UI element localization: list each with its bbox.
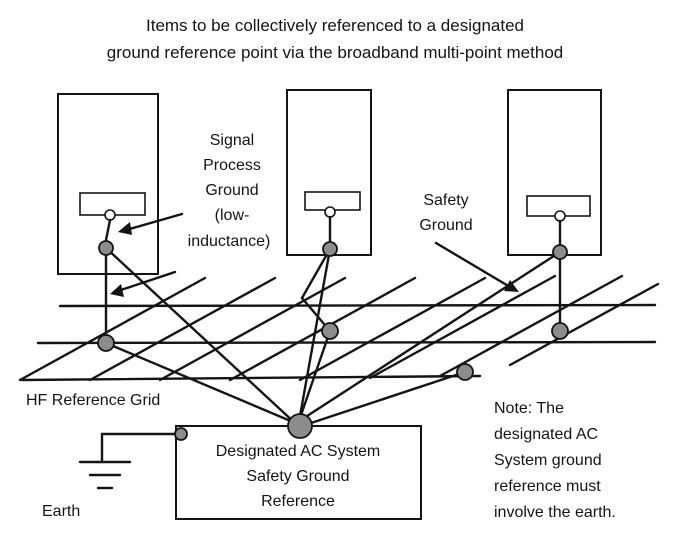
grounding-point-icon <box>551 322 569 340</box>
grid-line-1 <box>58 303 657 308</box>
arrow-safety-ground-head <box>504 280 519 292</box>
grounding-point-icon <box>552 244 568 260</box>
arrow-inductance-head <box>110 284 124 297</box>
grounding-point-icon <box>97 334 115 352</box>
lead-left <box>104 218 112 242</box>
arrow-inductance-shaft <box>116 270 177 293</box>
grounding-point-icon <box>456 363 474 381</box>
arrow-safety-ground-shaft <box>434 241 512 289</box>
grid-diagonal-3 <box>158 276 347 382</box>
svg-text:Process: Process <box>203 157 261 174</box>
grounding-point-icon <box>287 413 313 439</box>
svg-text:Designated AC System: Designated AC System <box>216 443 381 460</box>
svg-text:Note: The: Note: The <box>494 400 564 417</box>
signal-process-ground-label: Signal Process Ground (low- inductance) <box>188 132 271 250</box>
svg-text:reference must: reference must <box>494 478 601 495</box>
grounding-point-icon <box>322 241 338 257</box>
signal-connector-left <box>104 209 116 221</box>
svg-text:Signal: Signal <box>210 132 254 149</box>
earth-label: Earth <box>42 503 80 520</box>
safety-conductor-right <box>302 250 562 420</box>
svg-text:Reference: Reference <box>261 493 335 510</box>
grounding-point-icon <box>98 240 114 256</box>
earth-ground-symbol-icon <box>78 460 132 490</box>
bond-middle-upper <box>300 247 332 300</box>
grid-to-reference-left <box>104 341 295 424</box>
arrow-signal-ground-shaft <box>124 212 184 232</box>
signal-connector-right <box>554 210 566 222</box>
grid-diagonal-1 <box>18 276 207 382</box>
grounding-point-icon <box>174 427 188 441</box>
grid-line-3 <box>20 374 482 382</box>
svg-text:System ground: System ground <box>494 452 602 469</box>
hf-reference-grid-label: HF Reference Grid <box>26 392 160 409</box>
signal-connector-middle <box>324 206 336 218</box>
designated-ac-reference-label: Designated AC System Safety Ground Refer… <box>216 443 381 510</box>
grid-diagonal-7 <box>438 274 624 378</box>
grounding-point-icon <box>321 322 339 340</box>
grid-line-2 <box>36 340 657 345</box>
arrow-signal-ground-head <box>118 222 132 235</box>
svg-text:inductance): inductance) <box>188 233 271 250</box>
grid-diagonal-8 <box>508 282 660 367</box>
grid-to-reference-middle <box>298 329 332 420</box>
title-line-2: ground reference point via the broadband… <box>107 43 563 62</box>
title-line-1: Items to be collectively referenced to a… <box>146 16 524 35</box>
safety-conductor-left <box>104 246 298 426</box>
svg-text:Ground: Ground <box>419 217 472 234</box>
svg-text:Safety Ground: Safety Ground <box>246 468 349 485</box>
svg-text:designated AC: designated AC <box>494 426 598 443</box>
grid-diagonal-6 <box>368 274 557 380</box>
svg-text:(low-: (low- <box>215 207 250 224</box>
grid-diagonal-2 <box>88 276 277 382</box>
svg-text:Safety: Safety <box>423 192 468 209</box>
grid-to-reference-right <box>306 370 467 426</box>
equipment-cabinet-right <box>507 89 602 256</box>
safety-conductor-middle <box>298 247 332 418</box>
svg-text:involve the earth.: involve the earth. <box>494 504 616 521</box>
safety-ground-label: Safety Ground <box>419 192 472 234</box>
svg-text:Ground: Ground <box>205 182 258 199</box>
grid-diagonal-5 <box>298 276 487 382</box>
designated-ac-reference-box <box>175 425 422 520</box>
note-text: Note: The designated AC System ground re… <box>494 400 616 521</box>
